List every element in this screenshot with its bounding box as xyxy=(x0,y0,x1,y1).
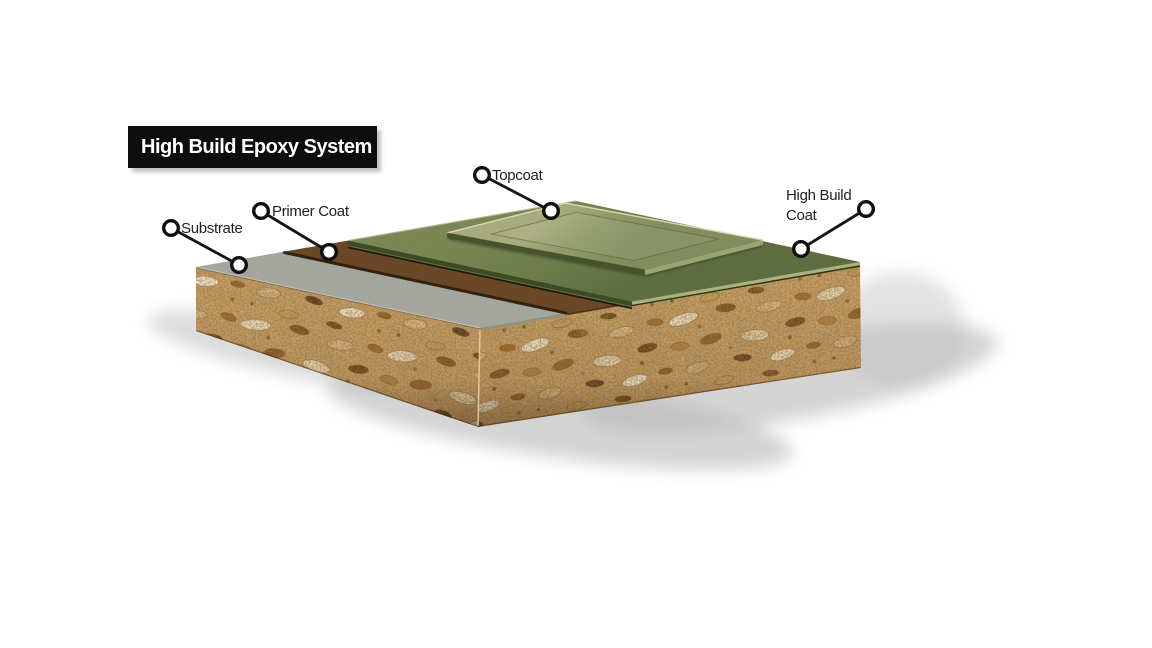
topcoat-layer xyxy=(446,202,764,276)
callout-label-high-build-coat: High Build Coat xyxy=(786,187,852,224)
callout-label-substrate: Substrate xyxy=(181,220,243,237)
primer-coat-layer xyxy=(283,240,632,315)
primer-coat-target-marker xyxy=(320,242,339,261)
substrate-top-surface xyxy=(195,251,568,329)
substrate-label-marker xyxy=(161,218,180,237)
substrate-target-marker xyxy=(229,256,248,275)
high-build-coat-label-marker xyxy=(857,199,876,218)
callout-label-primer-coat: Primer Coat xyxy=(272,203,349,220)
topcoat-target-marker xyxy=(542,201,561,220)
primer-coat-callout-line xyxy=(260,209,330,254)
topcoat-callout-line xyxy=(481,173,552,213)
callout-markers xyxy=(170,173,867,267)
diagram-title: High Build Epoxy System xyxy=(128,126,377,168)
callout-label-topcoat: Topcoat xyxy=(492,167,543,184)
substrate-callout-line xyxy=(170,226,240,267)
high-build-coat-callout-line xyxy=(800,207,867,251)
primer-coat-label-marker xyxy=(251,201,270,220)
high-build-coat-target-marker xyxy=(792,239,811,258)
topcoat-label-marker xyxy=(473,165,492,184)
